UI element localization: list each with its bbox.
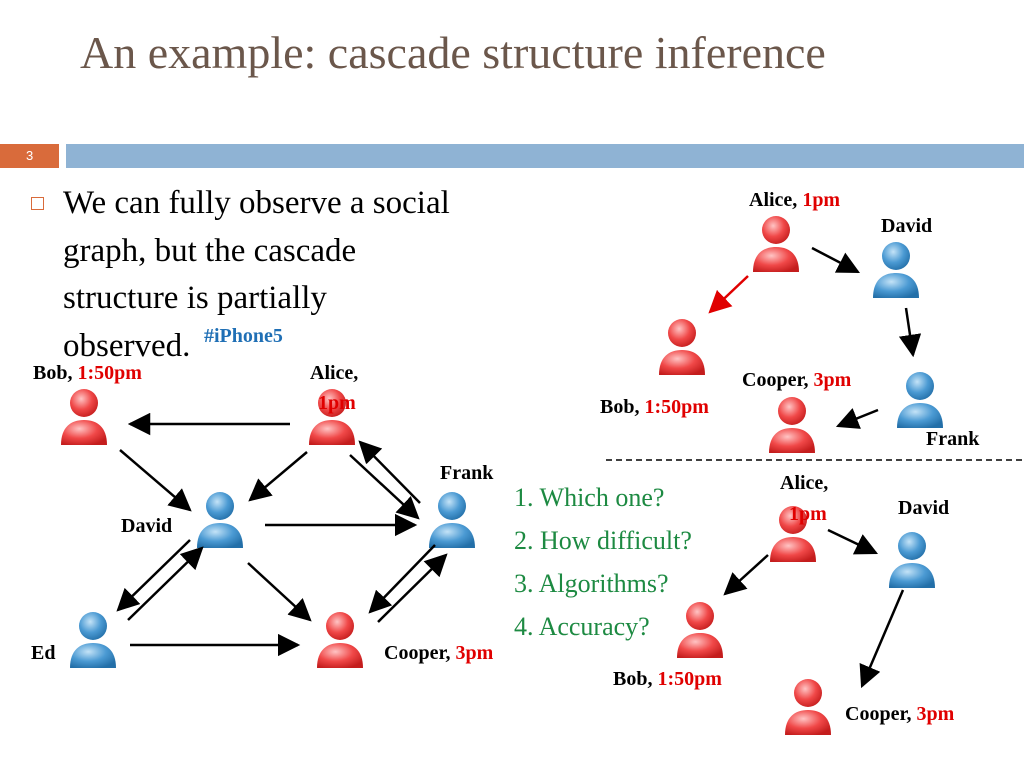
left-cooper-person-icon <box>317 612 363 668</box>
edge-cooper-frank <box>377 553 448 623</box>
br-alice-label: Alice, <box>780 472 829 494</box>
edge-tr-frank-cooper <box>835 408 879 429</box>
questions-list: 1. Which one? 2. How difficult? 3. Algor… <box>514 477 692 649</box>
slide-title: An example: cascade structure inference <box>80 27 826 78</box>
edge-br-david-cooper <box>859 589 905 689</box>
title-band <box>66 144 1024 168</box>
tr-frank-label: Frank <box>926 428 980 450</box>
left-ed-person-icon <box>70 612 116 668</box>
slide-number-box: 3 <box>0 144 59 168</box>
tr-alice-person-icon <box>753 216 799 272</box>
left-cooper-label: Cooper, 3pm <box>384 642 494 664</box>
br-cooper-label: Cooper, 3pm <box>845 703 955 725</box>
tr-david-person-icon <box>873 242 919 298</box>
tr-david-label: David <box>881 215 933 237</box>
left-bob-label: Bob, 1:50pm <box>33 362 142 384</box>
question-item: 1. Which one? <box>514 483 665 512</box>
edge-tr-alice-bob <box>708 275 749 314</box>
bullet-square-icon <box>31 197 44 210</box>
tr-bob-label: Bob, 1:50pm <box>600 396 709 418</box>
hashtag-label: #iPhone5 <box>204 325 283 347</box>
edge-br-alice-david <box>827 528 879 555</box>
edge-alice-frank <box>349 454 420 520</box>
edge-frank-cooper <box>368 544 436 614</box>
left-bob-person-icon <box>61 389 107 445</box>
tr-frank-person-icon <box>897 372 943 428</box>
left-david-label: David <box>121 515 173 537</box>
br-david-label: David <box>898 497 950 519</box>
edge-ed-david <box>127 546 204 621</box>
br-bob-label: Bob, 1:50pm <box>613 668 722 690</box>
edge-david-ed <box>116 539 191 612</box>
br-cooper-person-icon <box>785 679 831 735</box>
edge-tr-alice-david <box>811 246 860 274</box>
edge-frank-alice <box>358 440 421 504</box>
left-david-person-icon <box>197 492 243 548</box>
edge-alice-david <box>248 451 308 502</box>
tr-bob-person-icon <box>659 319 705 375</box>
left-frank-label: Frank <box>440 462 494 484</box>
question-item: 3. Algorithms? <box>514 568 669 598</box>
br-alice-time: 1pm <box>789 503 827 525</box>
left-frank-person-icon <box>429 492 475 548</box>
slide-number: 3 <box>26 148 34 163</box>
tr-cooper-label: Cooper, 3pm <box>742 369 852 391</box>
edge-br-alice-bob <box>723 554 769 596</box>
question-item: 2. How difficult? <box>514 525 692 555</box>
edge-bob-david <box>119 449 192 512</box>
edge-david-cooper <box>247 562 312 622</box>
tr-cooper-person-icon <box>769 397 815 453</box>
br-david-person-icon <box>889 532 935 588</box>
tr-alice-label: Alice, 1pm <box>749 189 841 211</box>
question-item: 4. Accuracy? <box>514 611 650 641</box>
left-alice-label: Alice, <box>310 362 359 384</box>
edge-tr-david-frank <box>898 307 922 358</box>
bullet-text: We can fully observe a social graph, but… <box>63 185 450 364</box>
left-ed-label: Ed <box>31 642 56 664</box>
left-alice-time: 1pm <box>318 392 356 414</box>
